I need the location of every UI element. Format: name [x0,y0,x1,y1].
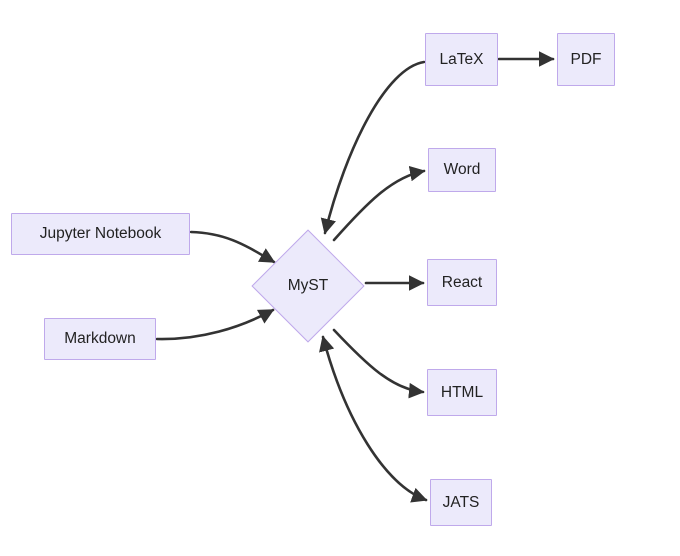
node-latex[interactable]: LaTeX [425,33,498,86]
node-label-latex: LaTeX [439,50,484,68]
edge-markdown-myst [155,308,275,341]
node-label-word: Word [443,161,481,179]
node-myst[interactable]: MyST [251,229,365,343]
node-label-myst: MyST [287,277,329,295]
edge-myst-word [332,165,426,242]
node-html[interactable]: HTML [427,369,497,416]
node-label-jats: JATS [442,493,480,511]
edge-myst-jats [319,335,428,503]
node-jupyter-notebook[interactable]: Jupyter Notebook [11,213,190,255]
node-label-html: HTML [440,383,484,401]
node-label-pdf: PDF [570,50,602,68]
node-label-react: React [441,273,483,291]
node-markdown[interactable]: Markdown [44,318,156,360]
node-label-jupyter-notebook: Jupyter Notebook [39,225,162,243]
node-jats[interactable]: JATS [430,479,492,526]
node-word[interactable]: Word [428,148,496,192]
node-pdf[interactable]: PDF [557,33,615,86]
edge-jupyter-myst [189,230,276,264]
node-label-markdown: Markdown [64,330,136,348]
node-react[interactable]: React [427,259,497,306]
edge-myst-latex [320,60,426,235]
